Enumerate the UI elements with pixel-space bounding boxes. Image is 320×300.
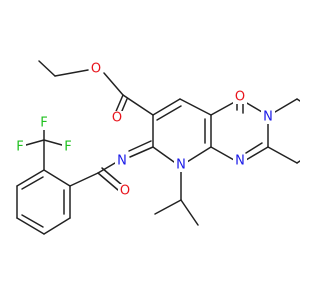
bond-c9a-n-lower xyxy=(245,146,269,161)
bond-n-imine-c-amide xyxy=(97,162,116,174)
bonds xyxy=(16,60,300,235)
molecule-diagram: O O O O N N N N F F F xyxy=(14,60,300,235)
bond-amide-c-double-o-2 xyxy=(101,167,123,186)
atom-o-amide: O xyxy=(120,184,130,199)
bond-c9a-c9 xyxy=(267,146,298,164)
atom-n-ring-upper: N xyxy=(176,158,186,173)
molecule-structure-svg: O O O O N N N N F F F xyxy=(14,60,300,235)
atom-o-keto: O xyxy=(235,90,245,105)
bond-ethyl-ch2-o xyxy=(54,69,89,77)
bond-c9a-n-lower-double xyxy=(245,142,263,154)
bond-o-carbonyl xyxy=(103,72,124,96)
atom-n-bridgehead: N xyxy=(263,110,273,125)
atom-o-ester-ether: O xyxy=(91,62,101,77)
atom-n-ring-lower: N xyxy=(235,154,245,169)
atom-labels: O O O O N N N N F F F xyxy=(14,62,275,199)
bond-c4-c4a xyxy=(179,98,212,116)
bond-c6-c7 xyxy=(296,98,300,102)
bond-ch-me2 xyxy=(180,199,199,226)
bond-ph-4-double xyxy=(21,214,44,228)
bond-c-f1 xyxy=(25,139,45,146)
bond-ph-2-double xyxy=(21,176,44,190)
atom-n-imine: N xyxy=(117,154,127,169)
bond-n1-c2 xyxy=(152,146,175,163)
atom-f-1: F xyxy=(16,140,23,155)
bond-c2-n-imine-double xyxy=(128,140,152,152)
bond-n-lower-c10a xyxy=(210,146,235,161)
bond-ph-4 xyxy=(16,217,45,235)
bond-ph-1 xyxy=(43,169,71,187)
bond-ph-5 xyxy=(43,217,71,235)
atom-f-3: F xyxy=(64,140,71,155)
bond-ethyl-ch3 xyxy=(38,60,56,77)
bond-c3-c4 xyxy=(152,98,181,116)
bond-c10a-n1 xyxy=(186,146,212,163)
bond-ch-me1 xyxy=(154,199,182,215)
bond-ester-to-ring xyxy=(122,94,154,116)
bond-ph-2 xyxy=(16,169,45,187)
atom-f-2: F xyxy=(40,116,47,131)
bond-amide-c-double-o xyxy=(97,172,119,191)
bond-amide-to-phenyl xyxy=(69,172,99,187)
bond-c2-n-imine xyxy=(129,146,154,158)
bond-c-f3 xyxy=(43,139,63,146)
bond-c9-c8 xyxy=(296,160,300,164)
atom-o-ester-carbonyl: O xyxy=(112,111,122,126)
bond-c3-c4-double xyxy=(156,105,182,121)
bond-n-bridge-c6 xyxy=(274,98,298,113)
